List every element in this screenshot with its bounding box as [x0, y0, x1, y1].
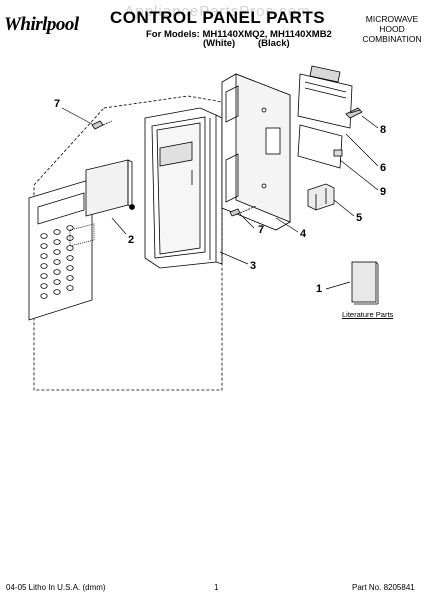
callout-9: 9 [380, 186, 387, 198]
brand-logo: Whirlpool [4, 14, 79, 35]
callout-7b: 7 [258, 224, 265, 236]
keypad-button [53, 229, 61, 235]
keypad-button [40, 243, 48, 249]
callout-3: 3 [250, 260, 257, 272]
callout-8: 8 [380, 124, 387, 136]
leader-lines [61, 107, 379, 290]
control-panel-frame [144, 107, 223, 269]
keypad-button [53, 239, 61, 245]
keypad-button [53, 259, 61, 265]
keypad-button [40, 263, 48, 269]
callout-7a: 7 [54, 98, 61, 110]
literature-booklet [351, 261, 379, 305]
mounting-bracket [221, 73, 291, 231]
control-board [297, 65, 353, 129]
connector-clip [307, 183, 335, 211]
screw-8 [345, 107, 363, 119]
callout-1: 1 [316, 283, 323, 295]
keypad-button [53, 279, 61, 285]
callout-6: 6 [380, 162, 387, 174]
footer-part-number: Part No. 8205841 [352, 583, 415, 592]
sub-board [297, 124, 343, 169]
keypad-button [53, 269, 61, 275]
keypad-button [66, 235, 74, 241]
appliance-type-line-3: COMBINATION [362, 34, 422, 44]
keypad-button [40, 253, 48, 259]
keypad-button [40, 233, 48, 239]
keypad-button [66, 245, 74, 251]
keypad-membrane [28, 178, 93, 321]
keypad-button [66, 285, 74, 291]
literature-parts-label: Literature Parts [342, 310, 394, 319]
appliance-type-line-1: MICROWAVE [365, 14, 419, 24]
page-title: CONTROL PANEL PARTS [109, 8, 326, 27]
keypad-button [53, 289, 61, 295]
callout-4: 4 [300, 228, 307, 240]
display-board [69, 159, 135, 247]
callout-5: 5 [356, 212, 363, 224]
watermark: AppliancePartsPros.com [124, 3, 311, 20]
footer-litho: 04-05 Litho In U.S.A. (dmm) [6, 583, 106, 592]
callout-2: 2 [128, 234, 135, 246]
models-line: For Models: MH1140XMQ2, MH1140XMB2 [146, 29, 332, 40]
keypad-button [40, 293, 48, 299]
keypad-button [66, 265, 74, 271]
color-black-label: (Black) [258, 38, 290, 49]
keypad-button [53, 249, 61, 255]
keypad-button [66, 275, 74, 281]
footer-page-number: 1 [214, 583, 219, 592]
appliance-type-line-2: HOOD [379, 24, 405, 34]
keypad-button [66, 255, 74, 261]
color-white-label: (White) [203, 38, 236, 49]
keypad-button [40, 283, 48, 289]
appliance-type: MICROWAVE HOOD COMBINATION [352, 14, 432, 44]
keypad-button [66, 225, 74, 231]
screw-7a [91, 120, 113, 130]
assembly-dashed-outline [33, 95, 223, 391]
screw-7b [229, 205, 257, 217]
keypad-button [40, 273, 48, 279]
assembly-dashed-top [33, 107, 105, 186]
